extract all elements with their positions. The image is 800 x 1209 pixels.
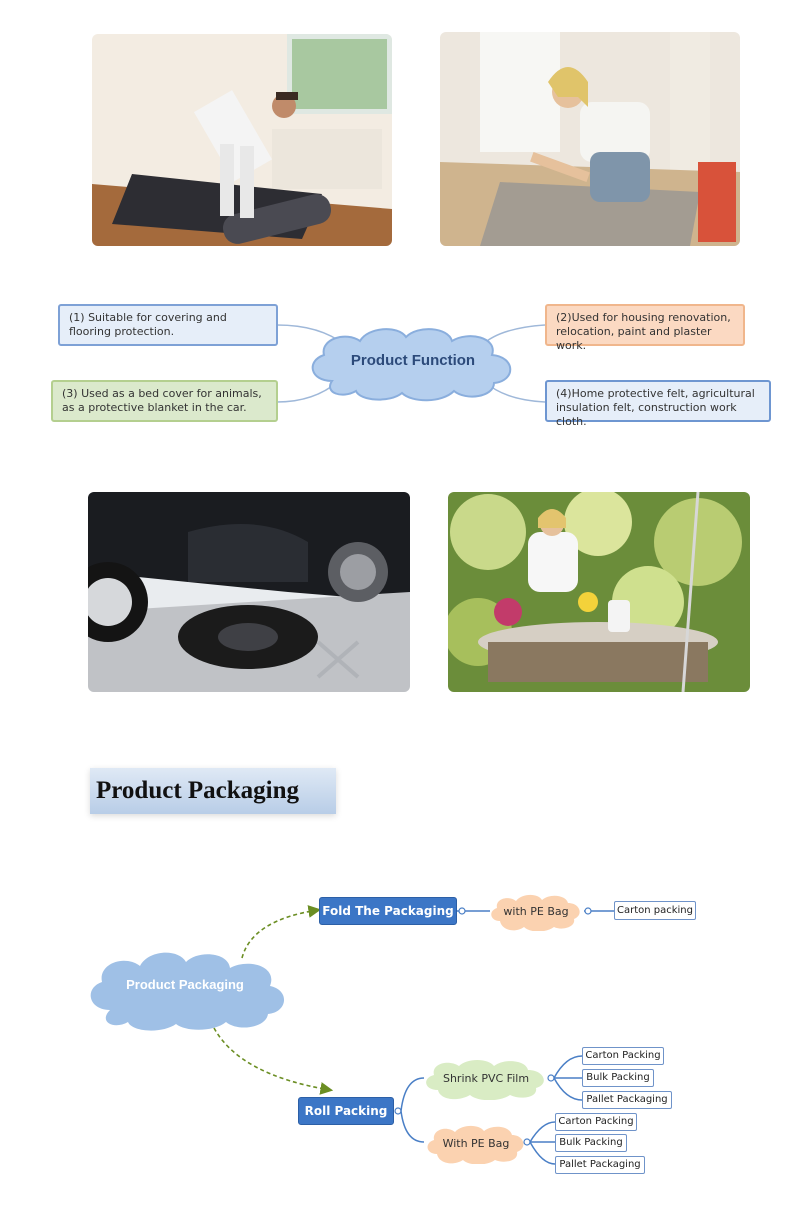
shrink-pvc-label: Shrink PVC Film [442, 1072, 530, 1085]
photo-man-rolling-felt [92, 34, 392, 246]
shrink-leaf-bulk: Bulk Packing [582, 1069, 654, 1087]
photo-car-wheel-on-felt [88, 492, 410, 692]
fold-pe-bag-label: with PE Bag [503, 905, 569, 918]
function-item-1: (1) Suitable for covering and flooring p… [58, 304, 278, 346]
product-function-cloud [311, 328, 512, 402]
bag-leaf-pallet: Pallet Packaging [555, 1156, 645, 1174]
shrink-leaf-pallet: Pallet Packaging [582, 1091, 672, 1109]
roll-pe-bag-label: With PE Bag [442, 1137, 510, 1150]
photo-woman-garden-table [448, 492, 750, 692]
roll-packing-node: Roll Packing [298, 1097, 394, 1125]
shrink-leaf-carton: Carton Packing [582, 1047, 664, 1065]
packaging-root-label: Product Packaging [126, 977, 244, 992]
bag-leaf-carton: Carton Packing [555, 1113, 637, 1131]
product-function-label: Product Function [350, 352, 476, 369]
roll-pe-bag-cloud [427, 1125, 524, 1164]
fold-pe-bag-cloud [491, 894, 580, 931]
photo-woman-flooring [440, 32, 740, 246]
packaging-connectors [213, 905, 614, 1165]
shrink-pvc-cloud [426, 1060, 544, 1100]
packaging-root-cloud [90, 952, 285, 1031]
packaging-heading: Product Packaging [90, 768, 336, 814]
function-item-2: (2)Used for housing renovation, relocati… [545, 304, 745, 352]
function-item-3: (3) Used as a bed cover for animals, as … [51, 380, 278, 422]
function-item-4: (4)Home protective felt, agricultural in… [545, 380, 771, 428]
bag-leaf-bulk: Bulk Packing [555, 1134, 627, 1152]
fold-packaging-node: Fold The Packaging [319, 897, 457, 925]
fold-carton-packing: Carton packing [614, 901, 696, 920]
